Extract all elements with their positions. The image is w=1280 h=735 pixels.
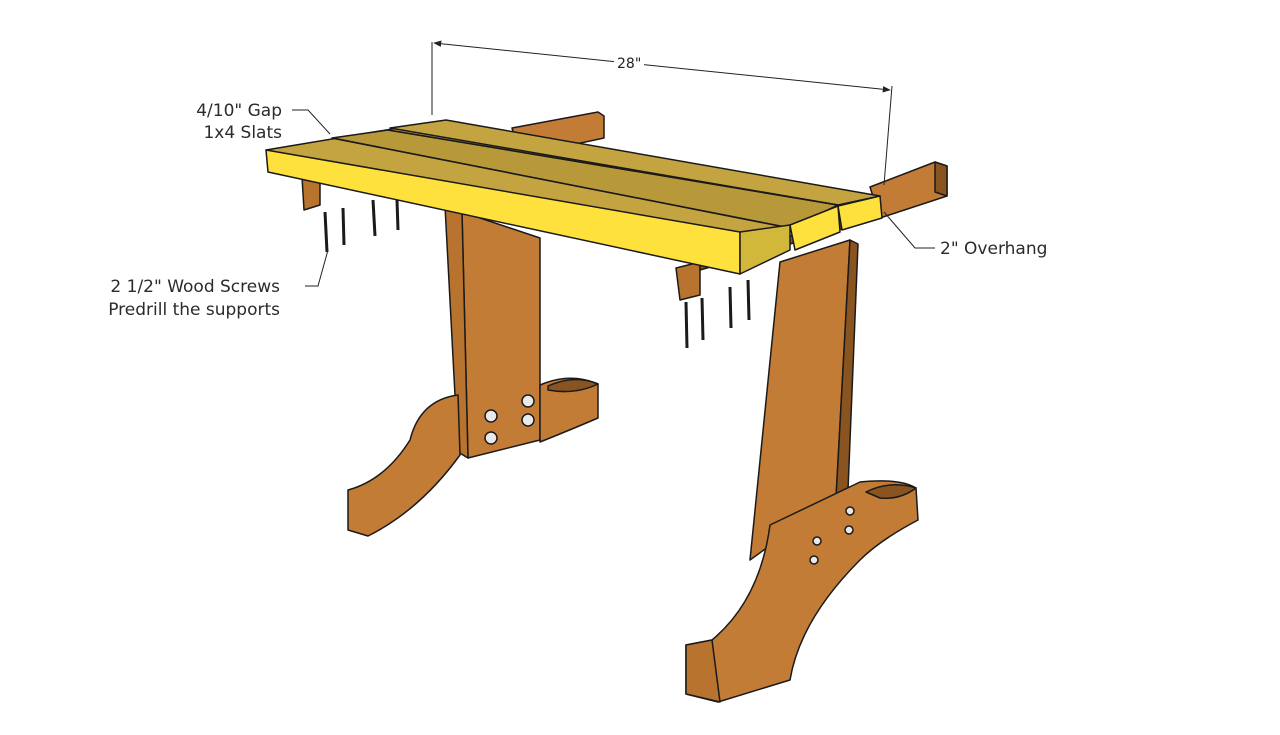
dimension-label: 28" [614, 56, 645, 72]
screws-leader [305, 249, 329, 287]
right-leg [685, 239, 919, 703]
seat-slats [265, 119, 883, 275]
slats-label: 1x4 Slats [203, 123, 282, 143]
gap-label: 4/10" Gap [196, 101, 282, 121]
predrill-label: Predrill the supports [108, 300, 280, 320]
screws-label: 2 1/2" Wood Screws [110, 277, 280, 297]
screws-right [684, 279, 751, 349]
overhang-label: 2" Overhang [940, 239, 1048, 259]
screws-left [323, 199, 400, 253]
overhang-leader [883, 211, 935, 249]
gap-leader [292, 109, 331, 135]
dimension-28 [431, 40, 893, 186]
left-leg [347, 205, 599, 537]
